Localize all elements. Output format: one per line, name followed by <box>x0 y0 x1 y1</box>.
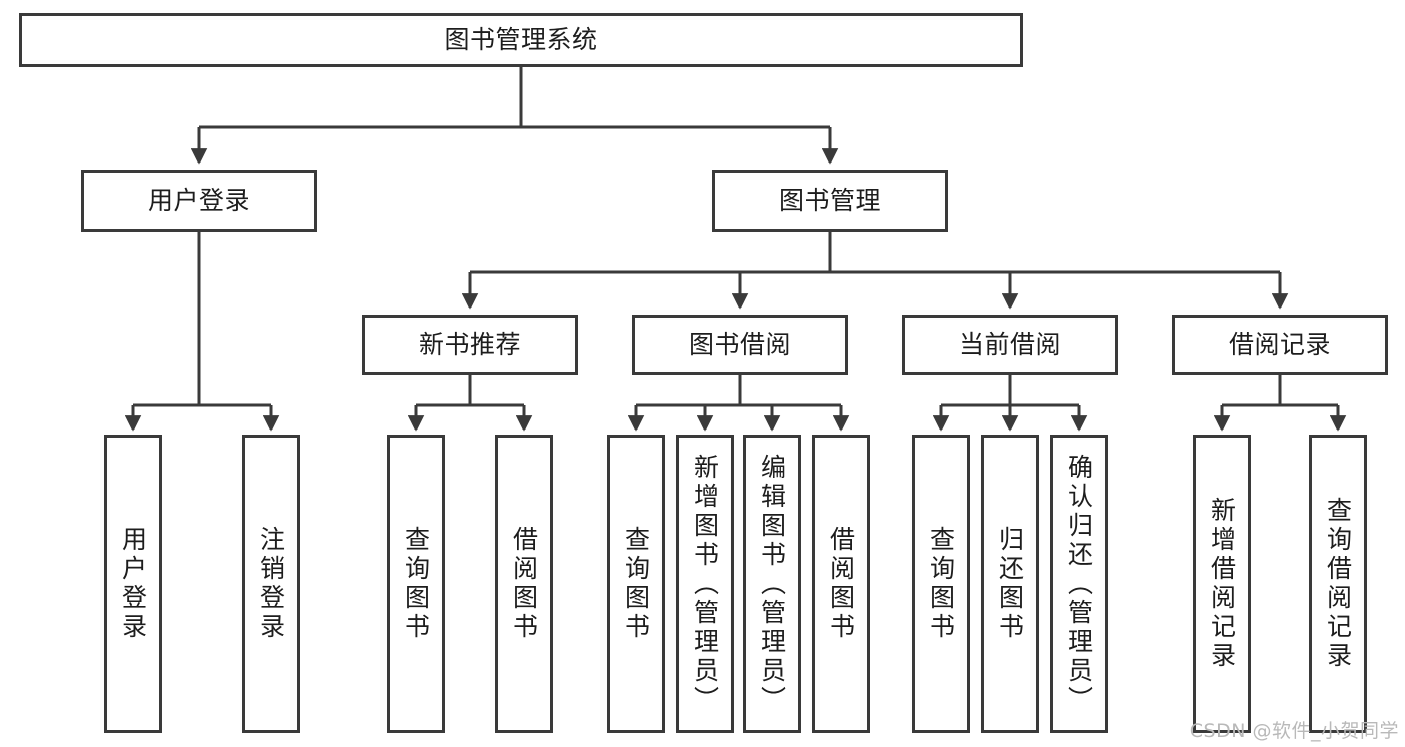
node-borrow-record[interactable]: 借阅记录 <box>1172 315 1388 375</box>
leaf-user-login-logout[interactable]: 注销登录 <box>242 435 300 733</box>
leaf-book-borrow-edit[interactable]: 编辑图书（管理员） <box>743 435 801 733</box>
node-label: 归还图书 <box>995 526 1025 642</box>
leaf-borrow-record-query[interactable]: 查询借阅记录 <box>1309 435 1367 733</box>
node-label: 注销登录 <box>256 526 286 642</box>
node-label: 当前借阅 <box>958 330 1061 359</box>
node-label: 确认归还（管理员） <box>1064 453 1094 715</box>
leaf-book-borrow-borrow[interactable]: 借阅图书 <box>812 435 870 733</box>
leaf-book-borrow-query[interactable]: 查询图书 <box>607 435 665 733</box>
node-label: 图书管理系统 <box>444 25 598 54</box>
node-label: 新增借阅记录 <box>1207 497 1237 671</box>
node-new-book-recommend[interactable]: 新书推荐 <box>362 315 578 375</box>
node-user-login[interactable]: 用户登录 <box>81 170 317 232</box>
node-label: 新增图书（管理员） <box>690 453 720 715</box>
node-label: 编辑图书（管理员） <box>757 453 787 715</box>
node-label: 查询图书 <box>401 526 431 642</box>
node-label: 借阅图书 <box>509 526 539 642</box>
node-label: 借阅图书 <box>826 526 856 642</box>
node-current-borrow[interactable]: 当前借阅 <box>902 315 1118 375</box>
node-label: 查询图书 <box>621 526 651 642</box>
node-label: 查询借阅记录 <box>1323 497 1353 671</box>
leaf-borrow-record-add[interactable]: 新增借阅记录 <box>1193 435 1251 733</box>
node-label: 用户登录 <box>147 186 250 215</box>
leaf-book-borrow-add[interactable]: 新增图书（管理员） <box>676 435 734 733</box>
leaf-new-book-query[interactable]: 查询图书 <box>387 435 445 733</box>
leaf-new-book-borrow[interactable]: 借阅图书 <box>495 435 553 733</box>
leaf-current-borrow-query[interactable]: 查询图书 <box>912 435 970 733</box>
node-label: 图书管理 <box>778 186 881 215</box>
watermark-text: CSDN @软件_小贺同学 <box>1189 720 1399 742</box>
leaf-current-borrow-confirm-return[interactable]: 确认归还（管理员） <box>1050 435 1108 733</box>
leaf-current-borrow-return[interactable]: 归还图书 <box>981 435 1039 733</box>
node-label: 用户登录 <box>118 526 148 642</box>
node-root-system[interactable]: 图书管理系统 <box>19 13 1023 67</box>
node-label: 查询图书 <box>926 526 956 642</box>
node-book-management[interactable]: 图书管理 <box>712 170 948 232</box>
node-label: 新书推荐 <box>418 330 521 359</box>
node-book-borrow[interactable]: 图书借阅 <box>632 315 848 375</box>
node-label: 借阅记录 <box>1228 330 1331 359</box>
node-label: 图书借阅 <box>688 330 791 359</box>
leaf-user-login-login[interactable]: 用户登录 <box>104 435 162 733</box>
